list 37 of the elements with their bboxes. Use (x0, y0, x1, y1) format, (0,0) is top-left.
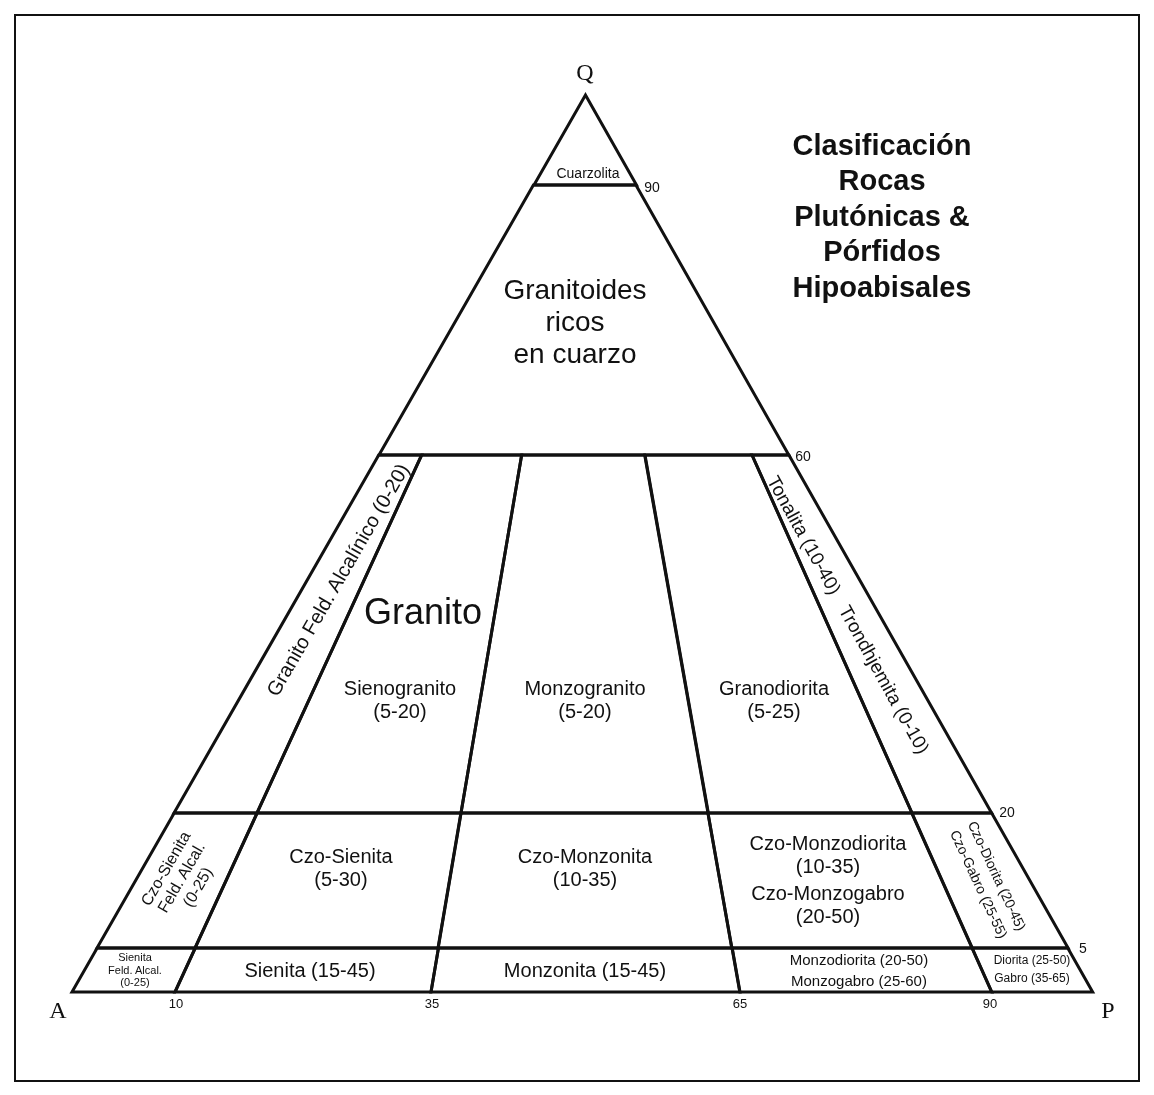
classification-field (533, 95, 636, 185)
rock-name-label: Granodiorita (5-25) (718, 677, 830, 723)
classification-field (431, 948, 740, 992)
classification-field (257, 455, 522, 813)
rock-name-label: Monzodiorita (20-50) (789, 950, 929, 968)
rock-name-label: Diorita (25-50) (993, 954, 1071, 968)
scale-tick-label: 20 (999, 805, 1015, 819)
rock-name-label: Czo-Monzogabro (20-50) (751, 882, 905, 928)
rock-name-label: Granitoides ricos en cuarzo (503, 273, 647, 371)
classification-field (438, 813, 733, 948)
rock-name-label: Sienita (15-45) (244, 958, 376, 982)
scale-tick-label: 35 (424, 996, 440, 1010)
rock-name-label: Sienogranito (5-20) (343, 677, 457, 723)
vertex-label: A (49, 998, 67, 1022)
rock-name-label: Monzonita (15-45) (503, 958, 667, 982)
rock-name-label: Monzogranito (5-20) (524, 677, 646, 723)
diagram-title: Clasificación Rocas Plutónicas & Pórfidos Hipoabisales (792, 128, 972, 305)
rock-name-label: Czo-Monzonita (10-35) (517, 845, 653, 891)
classification-field (732, 948, 992, 992)
rock-name-label: Sienita Feld. Alcal. (0-25) (108, 951, 162, 989)
rock-name-label: Czo-Monzodiorita (10-35) (749, 832, 907, 878)
rock-name-label: Czo-Sienita (5-30) (289, 845, 393, 891)
vertex-label: Q (576, 60, 594, 84)
classification-field (72, 948, 196, 992)
classification-field (97, 813, 258, 948)
field-group-label: Granito (363, 594, 483, 630)
rock-name-label: Monzogabro (25-60) (791, 972, 927, 990)
rock-name-label: Gabro (35-65) (994, 972, 1070, 986)
scale-tick-label: 65 (732, 996, 748, 1010)
classification-field (175, 948, 439, 992)
rock-name-label: Cuarzolita (556, 164, 620, 182)
vertex-label: P (1101, 998, 1115, 1022)
scale-tick-label: 90 (982, 996, 998, 1010)
scale-tick-label: 5 (1079, 941, 1087, 955)
scale-tick-label: 10 (168, 996, 184, 1010)
scale-tick-label: 90 (644, 180, 660, 194)
scale-tick-label: 60 (795, 449, 811, 463)
